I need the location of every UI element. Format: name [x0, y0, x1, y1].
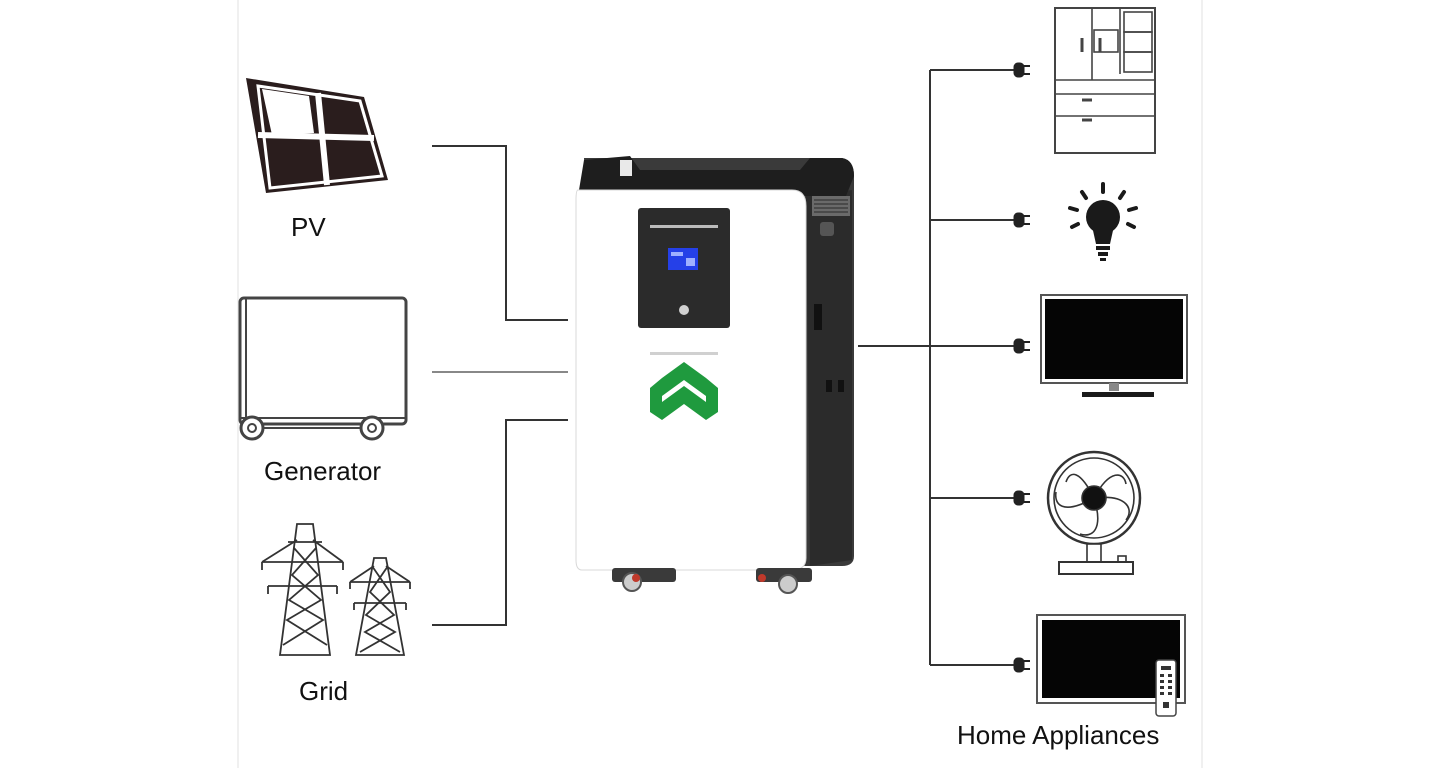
load-connectors [858, 69, 1014, 666]
generator-label: Generator [264, 456, 382, 486]
power-tower-icon [261, 523, 411, 656]
tv-icon [1040, 294, 1188, 397]
light-bulb-icon [1068, 182, 1138, 261]
monitor-remote-icon [1036, 614, 1186, 717]
generator-icon [238, 296, 408, 441]
plug-icon [1013, 62, 1030, 673]
refrigerator-icon [1054, 7, 1156, 154]
source-connectors [432, 145, 568, 626]
grid-label: Grid [299, 676, 349, 706]
solar-panel-icon [246, 78, 388, 193]
home-appliances-label: Home Appliances [957, 720, 1160, 750]
brand-logo [650, 362, 718, 420]
battery-inverter-icon [575, 156, 854, 594]
pv-label: PV [291, 212, 326, 242]
fan-icon [1046, 450, 1142, 575]
